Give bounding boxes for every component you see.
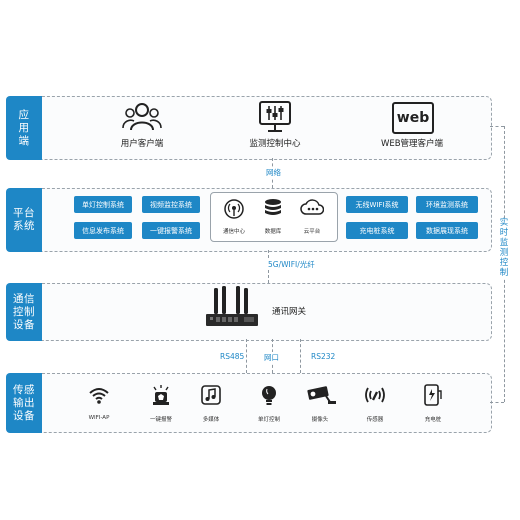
system-wifi: 无线WIFI系统	[346, 196, 408, 213]
router-icon	[200, 286, 264, 330]
app-web-client: WEB管理客户端	[380, 139, 444, 149]
gateway-label: 通讯网关	[272, 307, 307, 317]
connector-rs485	[246, 339, 247, 373]
cloud-icon	[300, 198, 324, 220]
device-alarm: 一键报警	[149, 417, 172, 423]
layer-label-sensing: 传感输出设备	[6, 373, 42, 433]
device-lamp-control: 单灯控制	[257, 417, 280, 423]
system-environment: 环境监测系统	[416, 196, 478, 213]
sensing-band	[6, 373, 492, 433]
comm-band	[6, 283, 492, 341]
app-user-client: 用户客户端	[120, 139, 164, 149]
camera-icon	[306, 384, 338, 406]
wifi-icon	[88, 384, 110, 406]
device-wifi-ap: WIFI-AP	[88, 415, 110, 421]
charger-icon	[422, 383, 444, 406]
sensor-icon	[364, 384, 386, 406]
comm-center-icon	[223, 198, 245, 220]
lamp-icon	[258, 384, 280, 406]
multimedia-icon	[200, 384, 222, 406]
edge-label-rs485: RS485	[218, 352, 247, 361]
layer-label-platform: 平台系统	[6, 188, 42, 252]
alarm-button-icon	[150, 384, 172, 406]
core-comm-center: 通信中心	[222, 229, 245, 235]
edge-label-network: 网络	[264, 167, 283, 178]
web-icon: web	[392, 102, 434, 134]
connector-rs232	[300, 339, 301, 373]
layer-label-application: 应用端	[6, 96, 42, 160]
system-data-display: 数据展现系统	[416, 222, 478, 239]
system-info-release: 信息发布系统	[74, 222, 132, 239]
monitor-icon	[258, 100, 292, 134]
layer-label-comm: 通信控制设备	[6, 283, 42, 341]
users-icon	[122, 100, 162, 134]
realtime-loop-top	[490, 126, 504, 127]
system-single-lamp: 单灯控制系统	[74, 196, 132, 213]
system-video: 视频监控系统	[142, 196, 200, 213]
system-alarm: 一键报警系统	[142, 222, 200, 239]
device-multimedia: 多媒体	[202, 417, 220, 423]
core-database: 数据库	[264, 229, 282, 235]
device-camera: 摄像头	[311, 417, 329, 423]
edge-label-uplink: 5G/WIFI/光纤	[266, 259, 317, 270]
edge-label-rs232: RS232	[309, 352, 338, 361]
core-cloud: 云平台	[303, 229, 321, 235]
database-icon	[262, 198, 284, 220]
realtime-label: 实时监测控制	[498, 218, 510, 278]
device-charging-pile: 充电桩	[424, 417, 442, 423]
device-sensor: 传感器	[366, 417, 384, 423]
application-band	[6, 96, 492, 160]
edge-label-lan: 网口	[262, 352, 281, 363]
system-charging: 充电桩系统	[346, 222, 408, 239]
app-monitor-center: 监测控制中心	[249, 139, 301, 149]
realtime-loop-bottom	[490, 402, 504, 403]
